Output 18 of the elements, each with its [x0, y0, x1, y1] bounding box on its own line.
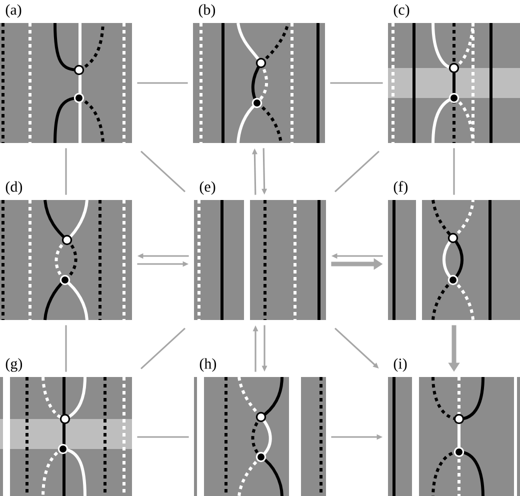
panel-label: (a) [6, 4, 22, 18]
panel-label: (g) [6, 358, 22, 372]
connector-line [330, 82, 383, 84]
connector-line [137, 436, 189, 438]
panel-label: (b) [198, 4, 216, 18]
connector-line [334, 150, 380, 192]
connector-line [140, 150, 186, 192]
connector-line [65, 148, 67, 195]
connector-line [65, 325, 67, 372]
panel-label: (f) [394, 181, 408, 195]
panel-label: (d) [6, 181, 22, 195]
panel-label: (i) [394, 358, 407, 372]
panel-label: (e) [200, 181, 216, 195]
connector-line [137, 82, 188, 84]
panel-label: (h) [200, 358, 216, 372]
connector-line [140, 328, 186, 370]
panel-label: (c) [394, 4, 410, 18]
connector-line [453, 148, 455, 195]
